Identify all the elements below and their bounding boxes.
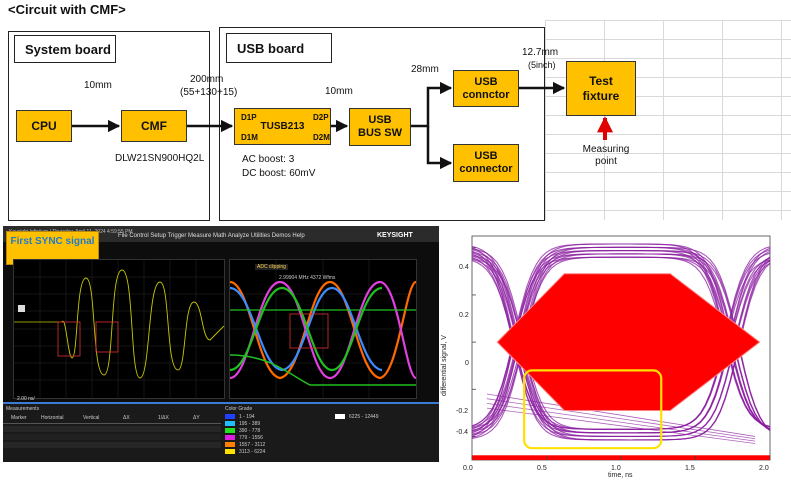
length-sw-connector: 28mm — [411, 64, 439, 75]
pin-d1p: D1P — [241, 113, 257, 122]
eye-trace-upper-9 — [471, 243, 771, 430]
scope-eye-plot — [229, 259, 418, 399]
scope-timebase[interactable]: 2.00 ns/ — [17, 396, 35, 402]
hits-swatch — [335, 414, 345, 419]
x-tick-2: 1.0 — [611, 465, 621, 472]
meas-col-2: Vertical — [83, 415, 100, 421]
grade-label-5: 3113 - 6224 — [239, 449, 266, 455]
usb-board-title: USB board — [226, 33, 332, 63]
eye-diagram-chart: 0.0 0.5 1.0 1.5 2.0 time, ns 0.4 0.2 0 -… — [441, 228, 786, 480]
scope-eye-svg — [229, 260, 418, 398]
grade-swatch-2 — [225, 428, 235, 433]
jitter-line-2 — [486, 403, 756, 442]
grade-swatch-0 — [225, 414, 235, 419]
grade-swatch-5 — [225, 449, 235, 454]
jitter-line-0 — [486, 393, 756, 437]
x-tick-0: 0.0 — [463, 465, 473, 472]
y-axis-label: differential signal, V — [441, 335, 448, 396]
grade-swatch-4 — [225, 442, 235, 447]
jitter-line-3 — [486, 407, 756, 444]
meas-row-3 — [3, 442, 221, 448]
cmf-block: CMF — [121, 110, 187, 142]
length-cpu-cmf: 10mm — [84, 80, 112, 91]
tusb213-block: TUSB213 — [234, 108, 331, 145]
x-axis-label: time, ns — [608, 472, 633, 479]
eye-diagram-svg — [471, 235, 771, 461]
length-cmf-tusb: 200mm — [190, 74, 224, 85]
oscilloscope-screenshot: Keysight Infiniium | Thursday, April 11,… — [3, 226, 439, 462]
page-heading: <Circuit with CMF> — [8, 2, 126, 17]
meas-col-4: 1/ΔX — [158, 415, 169, 421]
grade-label-0: 1 - 194 — [239, 414, 255, 420]
grid-background — [545, 20, 791, 220]
adc-clipping-label: ADC clipping — [255, 264, 288, 270]
y-tick-2: 0 — [465, 360, 469, 367]
eye-mask — [496, 273, 761, 411]
meas-col-1: Horizontal — [41, 415, 64, 421]
grade-swatch-3 — [225, 435, 235, 440]
y-tick-3: -0.2 — [456, 408, 469, 415]
test-fixture-block: Test fixture — [566, 61, 636, 116]
hits-range: 6225 - 12449 — [349, 414, 379, 420]
meas-col-5: ΔY — [193, 415, 200, 421]
scope-readout: 2.99904 MHz 4372 Wfms — [279, 275, 336, 281]
meas-col-0: Marker — [11, 415, 27, 421]
scope-bottom-panel: Measurements Marker Horizontal Vertical … — [3, 402, 439, 462]
length-tusb-sw: 10mm — [325, 86, 353, 97]
meas-divider — [3, 423, 221, 424]
cmf-part-number: DLW21SN900HQ2L — [115, 153, 205, 164]
meas-row-2 — [3, 434, 221, 440]
waveform-svg — [14, 260, 225, 398]
highlight-box — [523, 369, 663, 450]
meas-row-1 — [3, 426, 221, 432]
color-grade-title: Color Grade — [225, 406, 253, 412]
x-tick-4: 2.0 — [759, 465, 769, 472]
length-connector-fixture: 12.7mm — [522, 47, 559, 58]
grade-swatch-1 — [225, 421, 235, 426]
usb-connector-top-block: USB connctor — [453, 70, 519, 107]
ac-boost-label: AC boost: 3 — [242, 154, 295, 165]
scope-menu[interactable]: File Control Setup Trigger Measure Math … — [118, 233, 305, 239]
scope-waveform-plot — [13, 259, 225, 399]
measurements-title: Measurements — [6, 406, 40, 412]
meas-col-3: ΔX — [123, 415, 130, 421]
dc-boost-label: DC boost: 60mV — [242, 168, 316, 179]
wire-sw-connectors — [411, 81, 453, 170]
tusb213-label: TUSB213 — [260, 121, 305, 132]
grade-label-2: 390 - 778 — [239, 428, 261, 434]
cpu-block: CPU — [16, 110, 72, 142]
pin-d1m: D1M — [241, 133, 258, 142]
pin-d2p: D2P — [313, 113, 329, 122]
x-tick-1: 0.5 — [537, 465, 547, 472]
y-tick-0: 0.4 — [459, 264, 469, 271]
grade-label-4: 1557 - 3112 — [239, 442, 266, 448]
x-tick-3: 1.5 — [685, 465, 695, 472]
grade-label-3: 779 - 1556 — [239, 435, 263, 441]
jitter-line-1 — [486, 398, 756, 440]
pin-d2m: D2M — [313, 133, 330, 142]
usb-bus-sw-block: USB BUS SW — [349, 108, 411, 146]
y-tick-4: -0.4 — [456, 429, 469, 436]
scope-brand: KEYSIGHT — [377, 232, 413, 239]
y-tick-1: 0.2 — [459, 312, 469, 319]
length-cmf-tusb-detail: (55+130+15) — [180, 87, 238, 98]
grade-label-1: 195 - 389 — [239, 421, 261, 427]
measuring-point-label: Measuring point — [582, 144, 630, 167]
length-connector-fixture-inch: (5inch) — [528, 60, 556, 70]
usb-connector-bottom-block: USB connector — [453, 144, 519, 182]
system-board-title: System board — [14, 35, 116, 63]
wiring — [72, 81, 613, 170]
